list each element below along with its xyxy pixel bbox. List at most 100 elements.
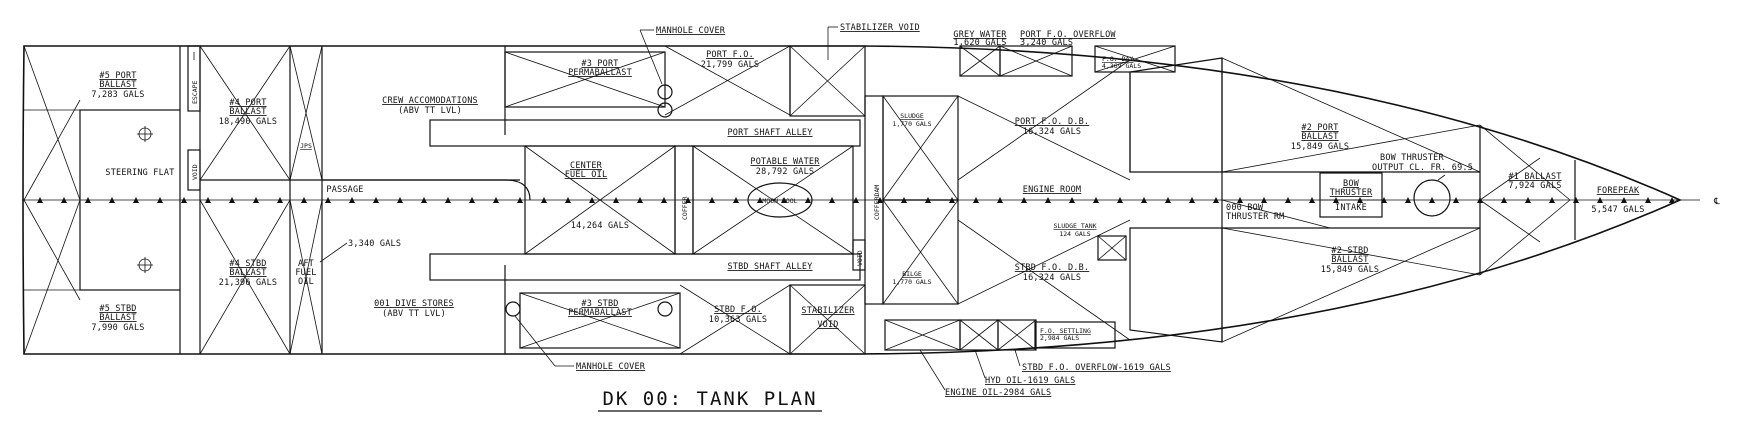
label-dive-stores: 001 DIVE STORES (ABV TT LVL) (374, 299, 454, 319)
svg-text:STBD F.O.: STBD F.O. (714, 305, 762, 315)
svg-text:THRUSTER RM: THRUSTER RM (1226, 212, 1285, 222)
frame-tick (1285, 197, 1291, 203)
frame-tick (493, 197, 499, 203)
frame-tick (445, 197, 451, 203)
svg-text:PORT F.O.: PORT F.O. (706, 50, 754, 60)
frame-tick (973, 197, 979, 203)
frame-tick (133, 197, 139, 203)
svg-text:3,240 GALS: 3,240 GALS (1020, 38, 1073, 48)
svg-text:21,799 GALS: 21,799 GALS (701, 60, 760, 70)
svg-text:#1 BALLAST: #1 BALLAST (1508, 172, 1561, 182)
svg-text:000 BOW: 000 BOW (1226, 203, 1264, 213)
svg-text:14,264 GALS: 14,264 GALS (571, 221, 630, 231)
svg-text:#3 PORT: #3 PORT (581, 59, 618, 69)
label-stbd-fo-db: STBD F.O. D.B. 16,324 GALS (1015, 263, 1089, 283)
svg-text:BALLAST: BALLAST (99, 80, 136, 90)
frame-tick (421, 197, 427, 203)
label-bow-thruster-intake: BOW THRUSTER INTAKE (1330, 179, 1373, 213)
frame-tick (397, 197, 403, 203)
frame-tick (1453, 197, 1459, 203)
svg-text:16,324 GALS: 16,324 GALS (1023, 273, 1082, 283)
frame-tick (541, 197, 547, 203)
svg-text:BOW THRUSTER: BOW THRUSTER (1380, 153, 1444, 163)
svg-text:BALLAST: BALLAST (99, 313, 136, 323)
frame-tick (229, 197, 235, 203)
label-void-aft: VOID (191, 164, 199, 180)
frame-tick (1093, 197, 1099, 203)
frame-tick (1621, 197, 1627, 203)
frame-tick (805, 197, 811, 203)
frame-tick (253, 197, 259, 203)
svg-text:7,990 GALS: 7,990 GALS (91, 323, 144, 333)
frame-tick (733, 197, 739, 203)
label-stbd-fo-overflow: STBD F.O. OVERFLOW-1619 GALS (1022, 363, 1171, 373)
svg-text:MANHOLE COVER: MANHOLE COVER (576, 362, 646, 372)
frame-tick (1429, 197, 1435, 203)
frame-tick (85, 197, 91, 203)
svg-text:CREW ACCOMODATIONS: CREW ACCOMODATIONS (382, 96, 478, 106)
label-passage: PASSAGE (326, 185, 363, 195)
frame-tick (1405, 197, 1411, 203)
label-aft-fuel-oil: AFT FUEL OIL 3,340 GALS (295, 239, 401, 287)
frame-tick (37, 197, 43, 203)
svg-text:BILGE: BILGE (902, 270, 922, 278)
label-port-fo-overflow: PORT F.O. OVERFLOW 3,240 GALS (1020, 30, 1116, 48)
label-bow-thruster-output: BOW THRUSTER OUTPUT CL. FR. 69.5 (1372, 153, 1473, 173)
svg-text:16,324 GALS: 16,324 GALS (1023, 127, 1082, 137)
svg-text:7,924 GALS: 7,924 GALS (1508, 181, 1561, 191)
label-forepeak: FOREPEAK 5,547 GALS (1591, 186, 1644, 215)
label-stbd-shaft-alley: STBD SHAFT ALLEY (727, 262, 812, 272)
svg-text:BALLAST: BALLAST (229, 268, 266, 278)
frame-tick (589, 197, 595, 203)
frame-tick (1549, 197, 1555, 203)
forward-section (1221, 57, 1576, 343)
svg-text:FOREPEAK: FOREPEAK (1597, 186, 1640, 196)
svg-text:POTABLE WATER: POTABLE WATER (750, 157, 820, 167)
svg-text:1,770 GALS: 1,770 GALS (892, 120, 931, 128)
svg-text:15,849 GALS: 15,849 GALS (1291, 142, 1350, 152)
label-sludge: SLUDGE 1,770 GALS (892, 112, 931, 128)
frame-tick (181, 197, 187, 203)
frame-tick (277, 197, 283, 203)
frame-tick (205, 197, 211, 203)
svg-text:OUTPUT CL. FR. 69.5: OUTPUT CL. FR. 69.5 (1372, 163, 1473, 173)
label-grey-water: GREY WATER 1,620 GALS (953, 30, 1007, 48)
label-coffer: COFFER (681, 196, 689, 220)
centerline-symbol: ℄ (1713, 197, 1720, 207)
label-manhole-top: MANHOLE COVER (639, 26, 726, 85)
frame-tick (1117, 197, 1123, 203)
svg-text:5,547 GALS: 5,547 GALS (1591, 205, 1644, 215)
svg-text:124 GALS: 124 GALS (1059, 230, 1090, 238)
frame-tick (1069, 197, 1075, 203)
frame-tick (1045, 197, 1051, 203)
svg-text:#4 PORT: #4 PORT (229, 98, 266, 108)
frame-tick (1261, 197, 1267, 203)
svg-text:FUEL: FUEL (295, 268, 316, 278)
frame-tick (373, 197, 379, 203)
label-sludge-tank: SLUDGE TANK 124 GALS (1053, 222, 1096, 238)
label-stabilizer-void-bottom: STABILIZER VOID (801, 306, 855, 330)
svg-text:15,849 GALS: 15,849 GALS (1321, 265, 1380, 275)
label-stbd-perma-3: #3 STBD PERMABALLAST (568, 299, 632, 318)
svg-text:#5 PORT: #5 PORT (99, 71, 136, 81)
label-hyd-oil: HYD OIL-1619 GALS (985, 376, 1075, 386)
svg-text:PORT F.O. OVERFLOW: PORT F.O. OVERFLOW (1020, 30, 1116, 40)
svg-text:CENTER: CENTER (570, 161, 603, 171)
label-crew-accom: CREW ACCOMODATIONS (ABV TT LVL) (382, 96, 478, 116)
frame-tick (997, 197, 1003, 203)
frame-tick (565, 197, 571, 203)
frame-tick (1189, 197, 1195, 203)
frame-tick (1525, 197, 1531, 203)
svg-text:#3 STBD: #3 STBD (581, 299, 618, 309)
svg-text:#2 PORT: #2 PORT (1301, 123, 1338, 133)
midship-aft-section (429, 45, 959, 355)
label-fo-settling: F.O. SETTLING 2,984 GALS (1040, 327, 1091, 342)
title-text: DK 00: TANK PLAN (602, 388, 817, 410)
ballast-4-section (199, 45, 520, 355)
label-fo-day: F.O. DAY 4,369 GALS (1102, 55, 1141, 70)
frame-tick (1021, 197, 1027, 203)
frame-tick (1597, 197, 1603, 203)
label-void-mid: VOID (856, 250, 864, 266)
frame-tick (61, 197, 67, 203)
